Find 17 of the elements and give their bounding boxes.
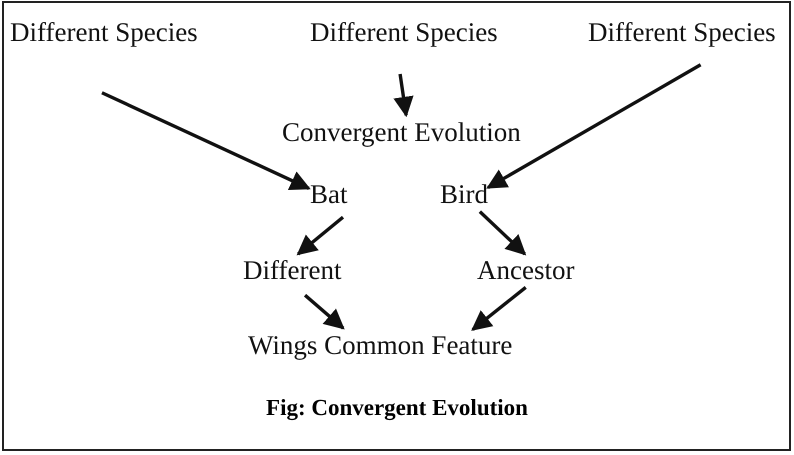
- arrow: [478, 210, 526, 256]
- node-label: Different Species: [10, 18, 198, 46]
- arrow: [296, 216, 344, 256]
- node-label: Bird: [440, 180, 488, 208]
- arrow: [101, 91, 311, 190]
- arrow: [304, 294, 345, 330]
- node-label: Different Species: [588, 18, 776, 46]
- node-label: Different Species: [310, 18, 498, 46]
- arrow: [393, 74, 414, 118]
- arrow: [471, 286, 527, 331]
- node-label: Ancestor: [477, 256, 574, 284]
- node-label: Different: [243, 256, 342, 284]
- node-label: Wings Common Feature: [248, 331, 512, 359]
- node-label: Bat: [310, 180, 348, 208]
- figure-caption: Fig: Convergent Evolution: [265, 394, 529, 422]
- node-label: Convergent Evolution: [282, 118, 521, 146]
- arrow: [486, 63, 702, 190]
